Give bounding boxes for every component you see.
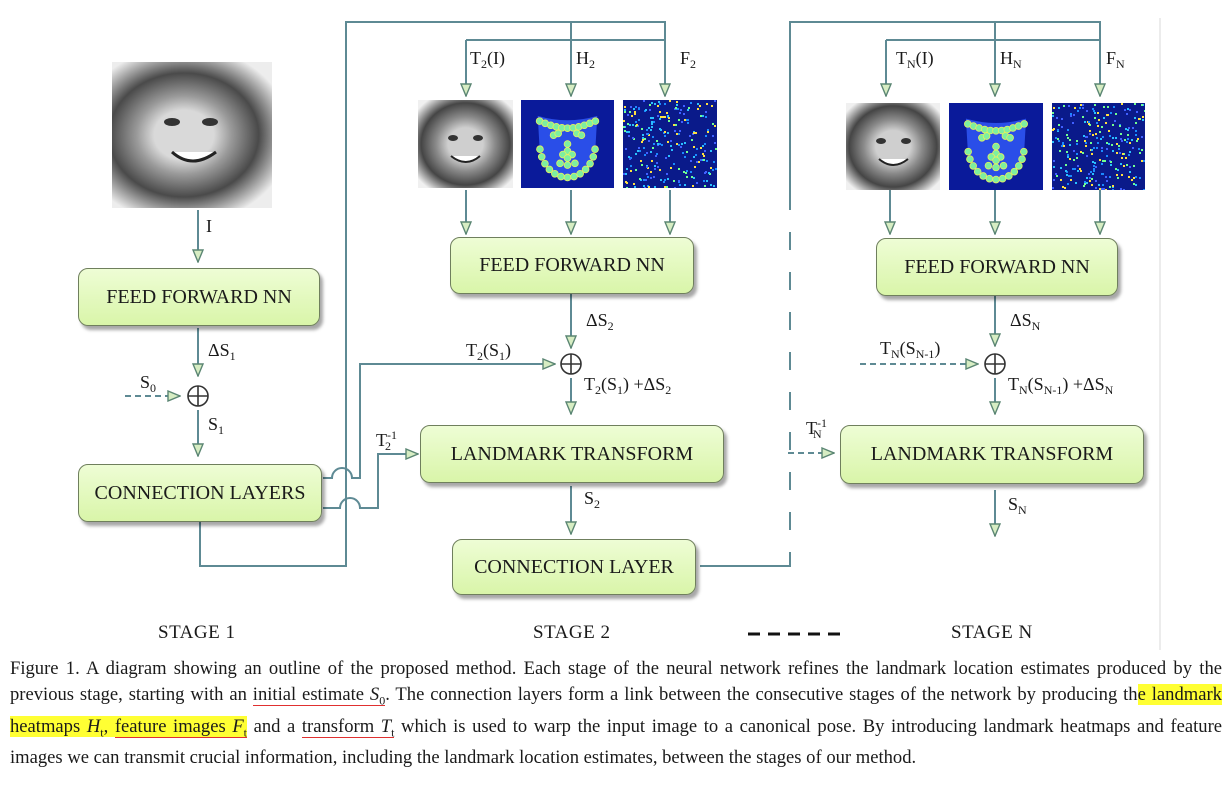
stagen-feature-image (1052, 103, 1145, 190)
sn-label: SN (1008, 494, 1027, 517)
stage-n-label: STAGE N (951, 622, 1033, 643)
stagen-face-image (846, 103, 940, 190)
feature-images-highlight: feature images Ft (114, 715, 248, 740)
fn-label: FN (1106, 48, 1125, 71)
stage2-landmark-transform-box: LANDMARK TRANSFORM (420, 425, 724, 483)
figure-caption: Figure 1. A diagram showing an outline o… (10, 658, 1223, 769)
stage1-feed-forward-box: FEED FORWARD NN (78, 268, 320, 326)
f2-label: F2 (680, 48, 696, 71)
s0-label: S0 (140, 372, 156, 395)
stage2-connection-layer-box: CONNECTION LAYER (452, 539, 696, 595)
stagen-feed-forward-box: FEED FORWARD NN (876, 238, 1118, 296)
t2-sum-label: T2(S1) +ΔS2 (584, 374, 671, 397)
stage2-face-image (418, 100, 513, 188)
stage-2-label: STAGE 2 (533, 622, 611, 643)
stagen-heatmap-image (949, 103, 1043, 190)
stagen-landmark-transform-box: LANDMARK TRANSFORM (840, 425, 1144, 484)
stage2-feed-forward-box: FEED FORWARD NN (450, 237, 694, 294)
hn-label: HN (1000, 48, 1022, 71)
s1-label: S1 (208, 414, 224, 437)
diagram-connectors: I ΔS1 S0 S1 T2(I) H2 F2 ΔS2 T2(S1) T2(S1… (125, 18, 1161, 650)
stage-1-label: STAGE 1 (158, 622, 236, 643)
method-diagram: I ΔS1 S0 S1 T2(I) H2 F2 ΔS2 T2(S1) T2(S1… (78, 18, 1161, 650)
tn-sum-label: TN(SN-1) +ΔSN (1008, 374, 1114, 397)
transform-underline: transform Tt (301, 715, 395, 740)
input-face-image (112, 62, 272, 208)
delta-s2-label: ΔS2 (586, 310, 614, 333)
t2-i-label: T2(I) (470, 48, 505, 71)
delta-s1-label: ΔS1 (208, 340, 236, 363)
h2-label: H2 (576, 48, 595, 71)
s2-label: S2 (584, 488, 600, 511)
input-label: I (206, 216, 212, 236)
t2-s1-label: T2(S1) (466, 340, 511, 363)
initial-estimate-underline: initial estimate S0 (252, 684, 386, 708)
stage2-heatmap-image (521, 100, 614, 188)
tn-i-label: TN(I) (896, 48, 934, 71)
tn-sn1-label: TN(SN-1) (880, 338, 940, 361)
stage1-connection-layers-box: CONNECTION LAYERS (78, 464, 322, 522)
stage2-feature-image (623, 100, 717, 188)
delta-sn-label: ΔSN (1010, 310, 1041, 333)
